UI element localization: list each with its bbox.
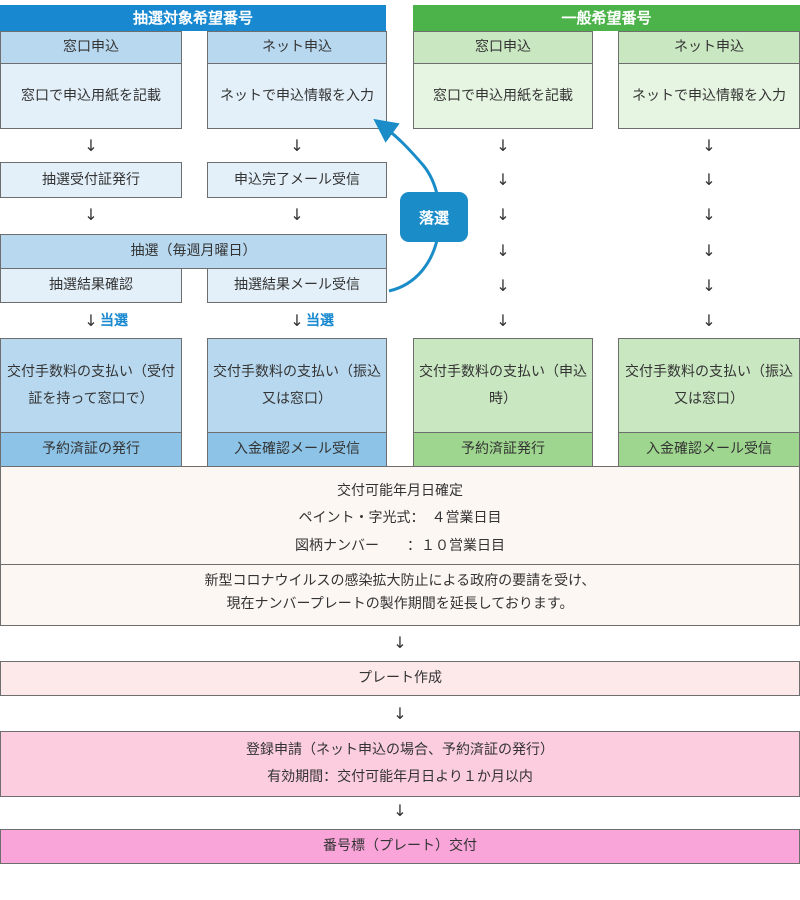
general-counter-step1: 窓口で申込用紙を記載 [413, 63, 593, 129]
delivery-paint: ペイント・字光式： ４営業日目 [298, 510, 502, 527]
arrow-down: ↓ [290, 205, 304, 224]
win-label: 当選 [100, 313, 128, 329]
arrow-down: ↓ [702, 205, 716, 224]
final-delivery-box: 番号標（プレート）交付 [0, 829, 800, 864]
registration-line-1: 登録申請（ネット申込の場合、予約済証の発行） [246, 741, 554, 758]
general-net-sub: ネット申込 [618, 31, 800, 64]
arrow-down: ↓ [702, 311, 716, 330]
arrow-down: ↓ [496, 276, 510, 295]
lottery-net-sub: ネット申込 [207, 31, 387, 64]
registration-box: 登録申請（ネット申込の場合、予約済証の発行） 有効期間：交付可能年月日より１か月… [0, 731, 800, 797]
lottery-counter-result: 抽選結果確認 [0, 268, 182, 303]
general-header: 一般希望番号 [413, 5, 800, 31]
general-net-step1: ネットで申込情報を入力 [618, 63, 800, 129]
delivery-pattern: 図柄ナンバー ：１０営業日目 [295, 537, 505, 554]
arrow-down: ↓ [393, 633, 407, 652]
delivery-notice-2: 現在ナンバープレートの製作期間を延長しております。 [226, 595, 574, 612]
arrow-down: ↓ [496, 170, 510, 189]
arrow-down: ↓ [393, 704, 407, 723]
arrow-down: ↓ [702, 276, 716, 295]
arrow-down: ↓ [496, 311, 510, 330]
arrow-down: ↓ [702, 241, 716, 260]
lose-badge: 落選 [400, 192, 468, 242]
delivery-notice-1: 新型コロナウイルスの感染拡大防止による政府の要請を受け、 [204, 572, 596, 589]
general-counter-payment: 交付手数料の支払い（申込時） [413, 338, 593, 433]
arrow-down: ↓ [496, 241, 510, 260]
lottery-net-step1: ネットで申込情報を入力 [207, 63, 387, 129]
delivery-divider [0, 563, 800, 565]
lottery-net-result: 抽選結果メール受信 [207, 268, 387, 303]
lottery-counter-step2: 抽選受付証発行 [0, 162, 182, 198]
general-counter-sub: 窓口申込 [413, 31, 593, 64]
lottery-net-payment: 交付手数料の支払い（振込又は窓口） [207, 338, 387, 433]
delivery-title: 交付可能年月日確定 [337, 482, 463, 499]
lottery-counter-issue: 予約済証の発行 [0, 432, 182, 467]
plate-make-box: プレート作成 [0, 661, 800, 696]
arrow-down: ↓ [496, 205, 510, 224]
arrow-down: ↓ [84, 205, 98, 224]
general-net-issue: 入金確認メール受信 [618, 432, 800, 467]
arrow-down: ↓ [702, 136, 716, 155]
lottery-header: 抽選対象希望番号 [0, 5, 386, 31]
lottery-counter-payment: 交付手数料の支払い（受付証を持って窓口で） [0, 338, 182, 433]
lottery-net-step2: 申込完了メール受信 [207, 162, 387, 198]
delivery-date-box: 交付可能年月日確定 ペイント・字光式： ４営業日目 図柄ナンバー ：１０営業日目… [0, 466, 800, 626]
arrow-down: ↓ [84, 136, 98, 155]
general-counter-issue: 予約済証発行 [413, 432, 593, 467]
lottery-net-issue: 入金確認メール受信 [207, 432, 387, 467]
lottery-counter-step1: 窓口で申込用紙を記載 [0, 63, 182, 129]
general-net-payment: 交付手数料の支払い（振込又は窓口） [618, 338, 800, 433]
arrow-down: ↓ [290, 136, 304, 155]
registration-line-2: 有効期間：交付可能年月日より１か月以内 [267, 769, 533, 785]
lottery-counter-sub: 窓口申込 [0, 31, 182, 64]
arrow-down: ↓ [84, 311, 98, 330]
arrow-down: ↓ [290, 311, 304, 330]
arrow-down: ↓ [496, 136, 510, 155]
arrow-down: ↓ [393, 801, 407, 820]
arrow-down: ↓ [702, 170, 716, 189]
win-label: 当選 [306, 313, 334, 329]
lottery-draw: 抽選（毎週月曜日） [0, 234, 387, 269]
